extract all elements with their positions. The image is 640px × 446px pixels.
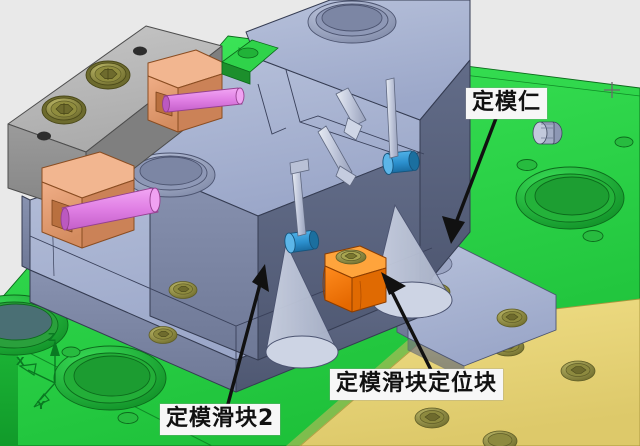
callout-arrow-slider2	[226, 264, 269, 406]
axis-label-y: Y	[37, 399, 45, 412]
axis-label-z: Z	[48, 331, 56, 344]
crosshair-marker	[604, 82, 620, 98]
hex-socket-screw	[482, 430, 518, 446]
magenta-angle-pin[interactable]	[162, 87, 245, 113]
dowel-hole	[133, 46, 147, 56]
angled-guide-rod-group	[289, 77, 399, 237]
callout-label-core: 定模仁	[466, 88, 548, 119]
slider-counterbore-group	[124, 0, 397, 198]
callout-label-locating-block: 定模滑块定位块	[330, 369, 504, 400]
locating-block-screw	[335, 249, 367, 265]
plate-counterbore-group-left	[0, 294, 167, 424]
hex-socket-screw	[168, 281, 198, 299]
clamp-block-screw-group	[37, 46, 147, 141]
callout-arrow-core	[442, 111, 500, 244]
hex-socket-screw	[85, 60, 131, 90]
hex-socket-screw	[414, 407, 450, 429]
plate-counterbore-group-right	[515, 136, 634, 242]
slider-guide-slot	[257, 69, 425, 161]
dowel-hole	[37, 131, 51, 141]
callout-label-slider2: 定模滑块2	[160, 404, 281, 435]
hex-socket-screw	[560, 360, 596, 382]
axis-label-x: X	[16, 355, 25, 368]
hex-socket-screw	[496, 308, 528, 328]
coordinate-axis-triad	[18, 340, 60, 408]
callout-arrow-locating-block	[381, 272, 434, 374]
hex-socket-screw	[148, 326, 178, 344]
green-patch-upper	[221, 39, 279, 85]
hex-socket-screw	[41, 95, 87, 125]
guide-bushing	[532, 121, 563, 145]
magenta-angle-pin[interactable]	[60, 187, 161, 231]
